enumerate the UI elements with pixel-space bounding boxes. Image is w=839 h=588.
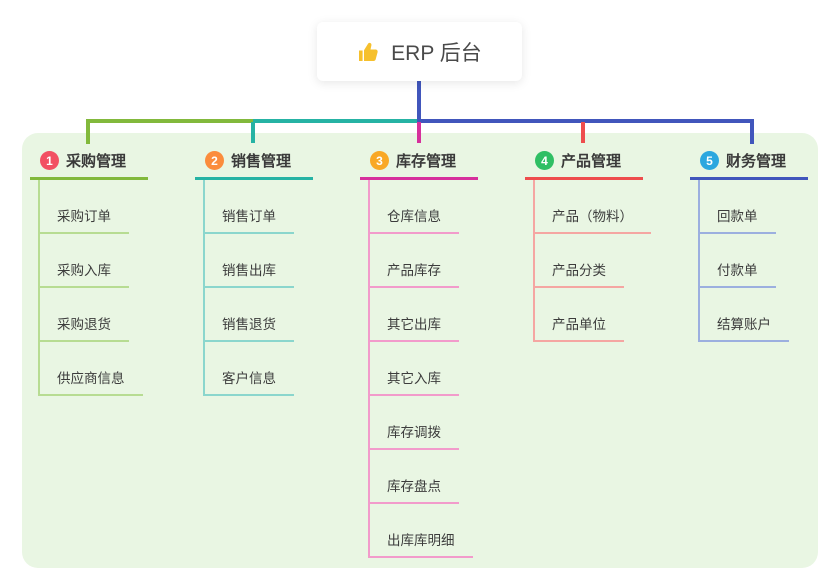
connector-horizontal-green: [86, 119, 255, 123]
node-payment-bill[interactable]: 付款单: [700, 259, 776, 288]
thumbs-up-icon: [357, 40, 381, 64]
badge-1: 1: [40, 151, 59, 170]
node-other-inbound[interactable]: 其它入库: [370, 367, 459, 396]
branch-children-finance: 回款单 付款单 结算账户: [698, 180, 789, 342]
branch-label: 销售管理: [231, 153, 292, 170]
mindmap-background-panel: [22, 133, 818, 568]
badge-3: 3: [370, 151, 389, 170]
branch-label: 产品管理: [561, 153, 622, 170]
branch-children-product: 产品（物料） 产品分类 产品单位: [533, 180, 651, 342]
branch-label: 库存管理: [396, 153, 457, 170]
badge-4: 4: [535, 151, 554, 170]
node-receipt-bill[interactable]: 回款单: [700, 205, 776, 234]
node-warehouse-info[interactable]: 仓库信息: [370, 205, 459, 234]
branch-header-product[interactable]: 4 产品管理: [525, 148, 643, 180]
branch-header-finance[interactable]: 5 财务管理: [690, 148, 808, 180]
node-sales-outbound[interactable]: 销售出库: [205, 259, 294, 288]
node-supplier-info[interactable]: 供应商信息: [40, 367, 143, 396]
branch-purchase: 1 采购管理 采购订单 采购入库 采购退货 供应商信息: [30, 148, 148, 396]
root-title: ERP 后台: [391, 41, 482, 65]
branch-label: 财务管理: [726, 153, 787, 170]
node-sales-return[interactable]: 销售退货: [205, 313, 294, 342]
connector-drop-sales: [251, 122, 255, 143]
branch-finance: 5 财务管理 回款单 付款单 结算账户: [690, 148, 808, 342]
connector-root-vertical: [417, 79, 421, 120]
node-stock-transfer[interactable]: 库存调拨: [370, 421, 459, 450]
node-stock-count[interactable]: 库存盘点: [370, 475, 459, 504]
badge-2: 2: [205, 151, 224, 170]
connector-drop-purchase: [86, 119, 90, 144]
node-sales-order[interactable]: 销售订单: [205, 205, 294, 234]
connector-drop-inventory: [417, 122, 421, 143]
branch-children-sales: 销售订单 销售出库 销售退货 客户信息: [203, 180, 294, 396]
branch-product: 4 产品管理 产品（物料） 产品分类 产品单位: [525, 148, 651, 342]
branch-header-inventory[interactable]: 3 库存管理: [360, 148, 478, 180]
branch-sales: 2 销售管理 销售订单 销售出库 销售退货 客户信息: [195, 148, 313, 396]
connector-horizontal-teal: [253, 119, 419, 123]
node-purchase-order[interactable]: 采购订单: [40, 205, 129, 234]
node-purchase-inbound[interactable]: 采购入库: [40, 259, 129, 288]
connector-horizontal-blue: [417, 119, 754, 123]
node-product-material[interactable]: 产品（物料）: [535, 205, 651, 234]
node-customer-info[interactable]: 客户信息: [205, 367, 294, 396]
node-product-category[interactable]: 产品分类: [535, 259, 624, 288]
connector-drop-finance: [750, 119, 754, 144]
branch-header-purchase[interactable]: 1 采购管理: [30, 148, 148, 180]
node-settlement-account[interactable]: 结算账户: [700, 313, 789, 342]
branch-header-sales[interactable]: 2 销售管理: [195, 148, 313, 180]
node-product-stock[interactable]: 产品库存: [370, 259, 459, 288]
node-outbound-detail[interactable]: 出库库明细: [370, 529, 473, 558]
node-purchase-return[interactable]: 采购退货: [40, 313, 129, 342]
connector-drop-product: [581, 122, 585, 143]
root-node[interactable]: ERP 后台: [317, 22, 522, 81]
branch-children-inventory: 仓库信息 产品库存 其它出库 其它入库 库存调拨 库存盘点 出库库明细: [368, 180, 473, 558]
badge-5: 5: [700, 151, 719, 170]
branch-children-purchase: 采购订单 采购入库 采购退货 供应商信息: [38, 180, 143, 396]
branch-inventory: 3 库存管理 仓库信息 产品库存 其它出库 其它入库 库存调拨 库存盘点 出库库…: [360, 148, 478, 558]
branch-label: 采购管理: [66, 153, 127, 170]
node-other-outbound[interactable]: 其它出库: [370, 313, 459, 342]
node-product-unit[interactable]: 产品单位: [535, 313, 624, 342]
